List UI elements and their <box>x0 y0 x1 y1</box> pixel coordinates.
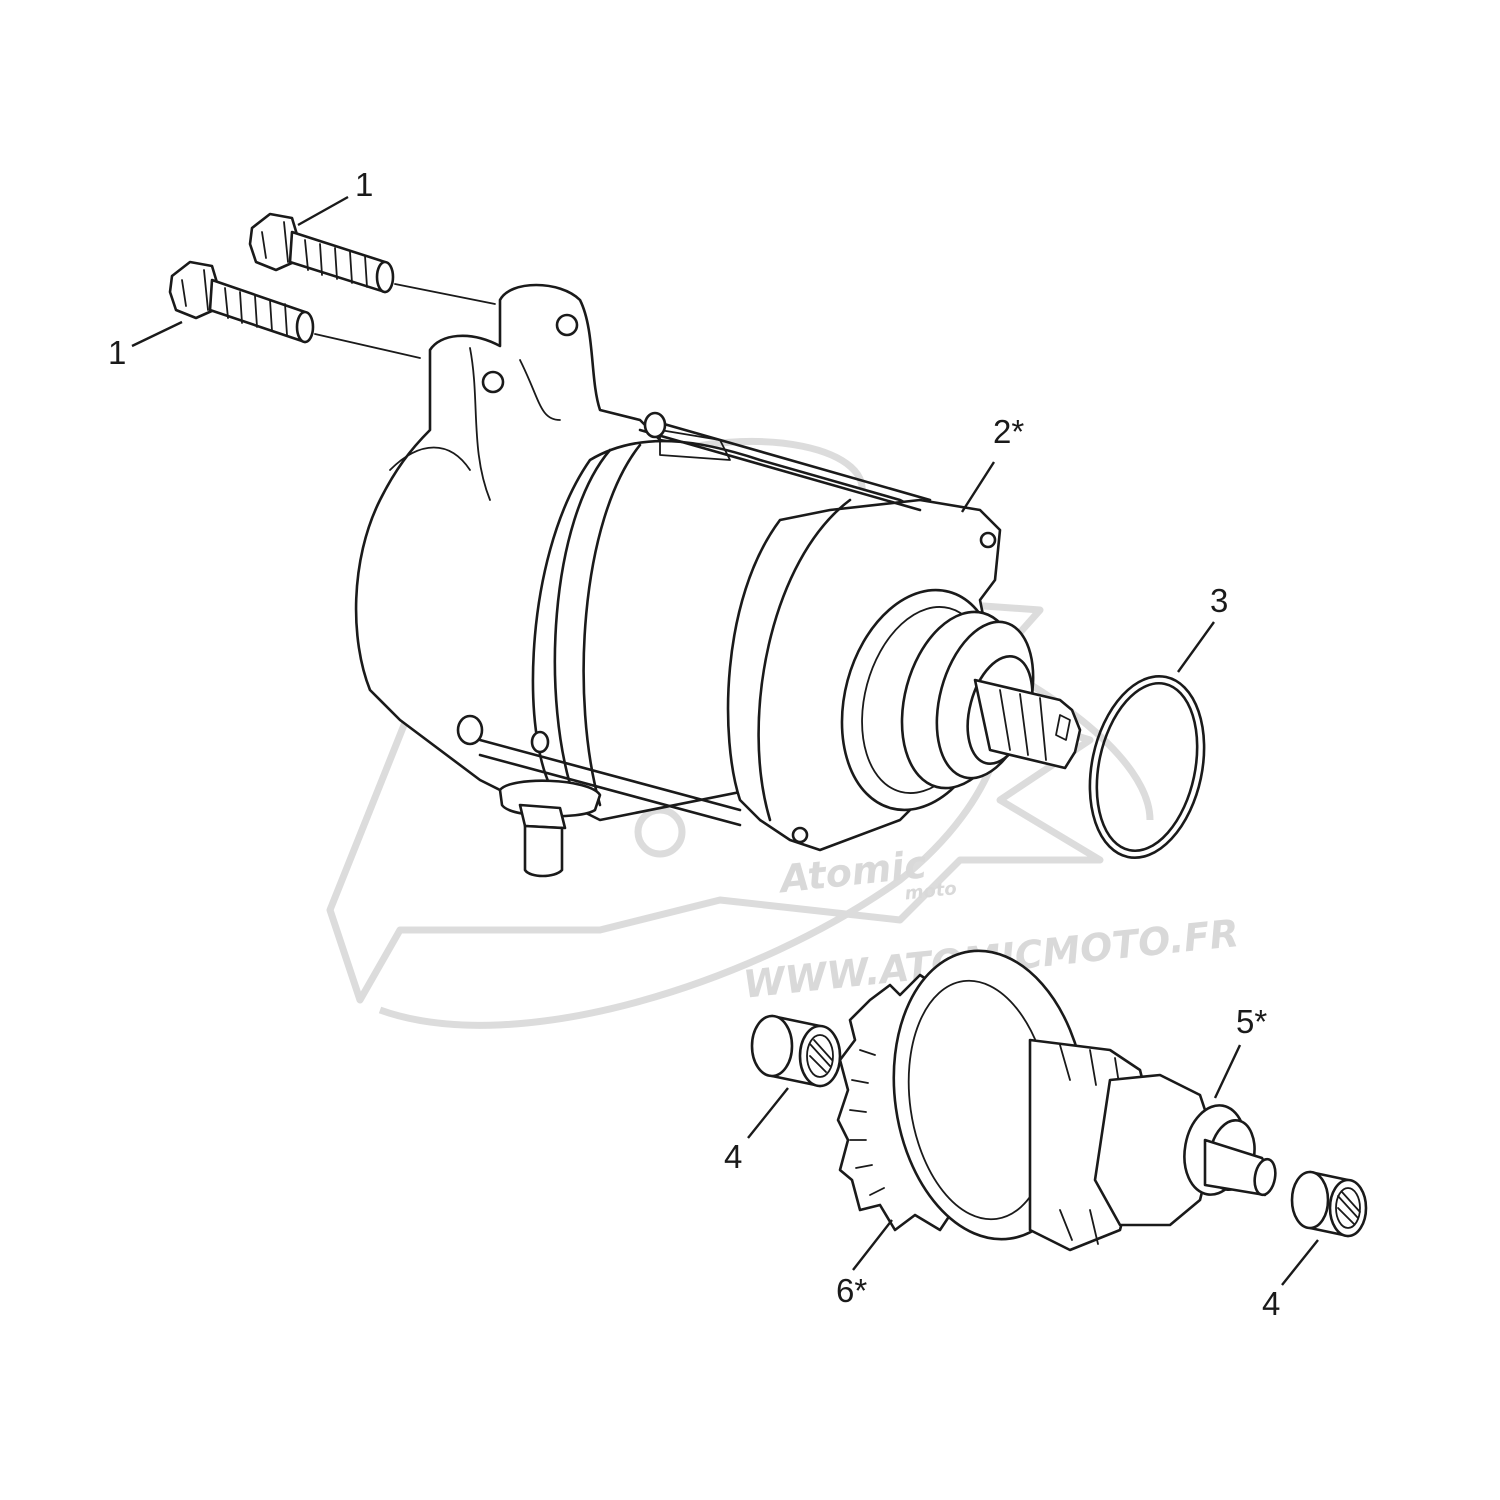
callout-o-ring: 3 <box>1210 582 1228 619</box>
callout-bearing-right: 4 <box>1262 1285 1280 1322</box>
o-ring <box>1088 674 1206 860</box>
callout-starter-gear: 6* <box>836 1272 867 1309</box>
callout-starter-motor: 2* <box>993 413 1024 450</box>
callout-bolt-upper: 1 <box>355 166 373 203</box>
bolt-upper-axis <box>394 283 496 305</box>
bolt-lower <box>168 260 315 344</box>
callout-bolt-lower: 1 <box>108 334 126 371</box>
bolt-upper <box>248 212 395 294</box>
watermark-sub: moto <box>904 878 958 904</box>
bearing-right <box>1290 1170 1368 1238</box>
callout-clutch-assembly: 5* <box>1236 1003 1267 1040</box>
starter-motor <box>354 283 1082 878</box>
callout-bearing-left: 4 <box>724 1138 742 1175</box>
bolt-lower-axis <box>314 333 421 359</box>
clutch-assembly <box>1093 1073 1277 1227</box>
leader-lines <box>131 195 1319 1286</box>
bearing-left <box>750 1014 842 1088</box>
